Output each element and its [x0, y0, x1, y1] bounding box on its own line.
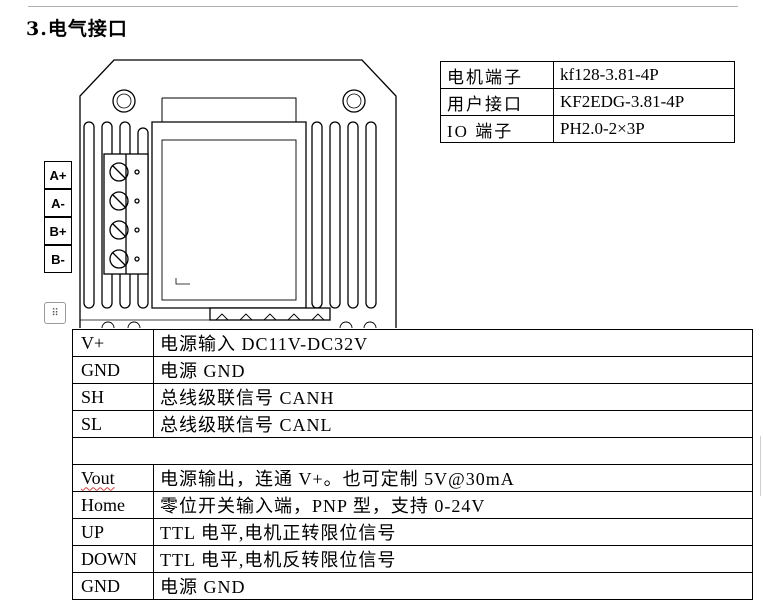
table-row: IO 端子 PH2.0-2×3P	[440, 115, 735, 143]
blank-separator-row	[72, 437, 753, 465]
table-row: Home 零位开关输入端，PNP 型，支持 0-24V	[72, 491, 753, 519]
table-row: SH 总线级联信号 CANH	[72, 383, 753, 411]
pin-name: Vout	[81, 467, 115, 488]
spec-value: KF2EDG-3.81-4P	[553, 88, 735, 116]
top-divider	[28, 6, 738, 7]
table-row: 用户接口 KF2EDG-3.81-4P	[440, 88, 735, 116]
pin-description: 零位开关输入端，PNP 型，支持 0-24V	[153, 491, 753, 519]
pin-name: UP	[72, 518, 154, 546]
table-row: DOWN TTL 电平,电机反转限位信号	[72, 545, 753, 573]
driver-board-drawing	[79, 59, 397, 328]
pin-name: SL	[72, 410, 154, 438]
table-row: V+ 电源输入 DC11V-DC32V	[72, 329, 753, 357]
table-row	[72, 437, 753, 465]
table-row: UP TTL 电平,电机正转限位信号	[72, 518, 753, 546]
pin-name: V+	[72, 329, 154, 357]
pin-description: 电源输出，连通 V+。也可定制 5V@30mA	[153, 464, 753, 492]
pin-description: 电源 GND	[153, 356, 753, 384]
pin-description: 总线级联信号 CANH	[153, 383, 753, 411]
pin-label-b-plus: B+	[44, 217, 72, 245]
table-row: GND 电源 GND	[72, 572, 753, 600]
table-row: SL 总线级联信号 CANL	[72, 410, 753, 438]
pin-label-a-plus: A+	[44, 161, 72, 189]
spec-key: 用户接口	[440, 88, 554, 116]
pin-name: GND	[72, 572, 154, 600]
table-row: Vout 电源输出，连通 V+。也可定制 5V@30mA	[72, 464, 753, 492]
pin-description: 电源输入 DC11V-DC32V	[153, 329, 753, 357]
drag-handle-icon[interactable]: ⠿	[44, 302, 66, 324]
pin-description: TTL 电平,电机反转限位信号	[153, 545, 753, 573]
pin-description: 电源 GND	[153, 572, 753, 600]
pin-name: GND	[72, 356, 154, 384]
pin-description: TTL 电平,电机正转限位信号	[153, 518, 753, 546]
table-row: 电机端子 kf128-3.81-4P	[440, 61, 735, 89]
pin-label-b-minus: B-	[44, 245, 72, 273]
table-row: GND 电源 GND	[72, 356, 753, 384]
connector-spec-table: 电机端子 kf128-3.81-4P 用户接口 KF2EDG-3.81-4P I…	[440, 61, 735, 143]
spec-key: 电机端子	[440, 61, 554, 89]
pin-name: Home	[72, 491, 154, 519]
right-edge-mark	[760, 436, 761, 496]
spec-value: kf128-3.81-4P	[553, 61, 735, 89]
pin-name: DOWN	[72, 545, 154, 573]
pin-name: SH	[72, 383, 154, 411]
pin-description: 总线级联信号 CANL	[153, 410, 753, 438]
pin-label-a-minus: A-	[44, 189, 72, 217]
pin-definition-table: V+ 电源输入 DC11V-DC32V GND 电源 GND SH 总线级联信号…	[72, 329, 753, 600]
spec-value: PH2.0-2×3P	[553, 115, 735, 143]
section-heading: 3.电气接口	[26, 18, 128, 40]
spec-key: IO 端子	[440, 115, 554, 143]
